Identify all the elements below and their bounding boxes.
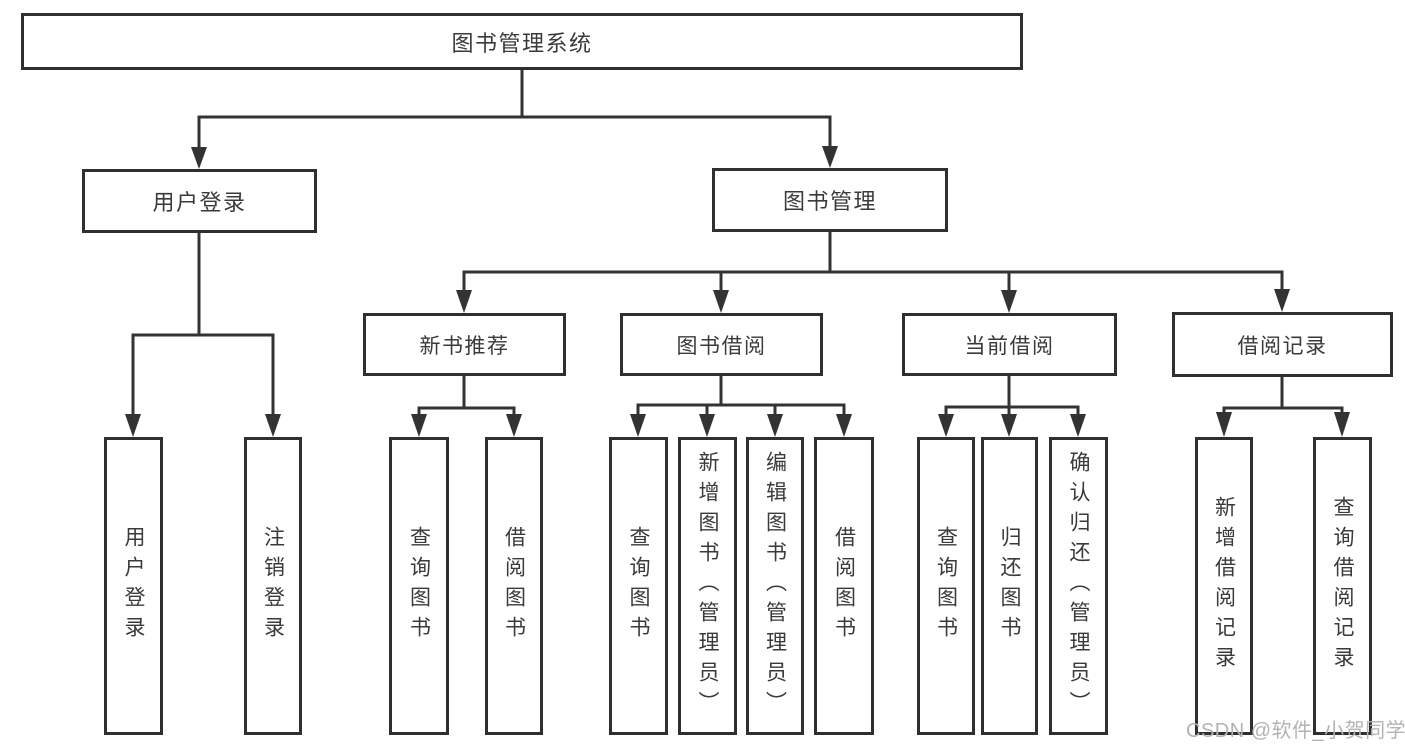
leaf-logout-login: 注销登录 xyxy=(244,437,302,735)
node-current-borrow-label: 当前借阅 xyxy=(964,334,1055,358)
leaf-query-books-borrow: 查询图书 xyxy=(609,437,668,735)
leaf-query-books-current: 查询图书 xyxy=(917,437,975,735)
node-book-borrow-label: 图书借阅 xyxy=(676,334,767,358)
leaf-query-books-current-label: 查询图书 xyxy=(934,526,958,646)
leaf-edit-books-admin-label: 编辑图书（管理员） xyxy=(763,451,787,721)
node-current-borrow: 当前借阅 xyxy=(902,313,1117,376)
leaf-user-login: 用户登录 xyxy=(104,437,163,735)
leaf-query-books-recommend-label: 查询图书 xyxy=(407,526,431,646)
node-borrow-record-label: 借阅记录 xyxy=(1237,334,1328,358)
leaf-borrow-books-recommend-label: 借阅图书 xyxy=(502,526,526,646)
node-borrow-record: 借阅记录 xyxy=(1172,312,1393,377)
leaf-add-borrow-record-label: 新增借阅记录 xyxy=(1212,496,1236,676)
leaf-return-books-label: 归还图书 xyxy=(998,526,1021,646)
csdn-watermark: CSDN @软件_小贺同学 xyxy=(1186,720,1405,742)
node-library-system-label: 图书管理系统 xyxy=(451,30,593,56)
leaf-borrow-books-borrow-label: 借阅图书 xyxy=(832,526,856,646)
node-new-book-recommend: 新书推荐 xyxy=(363,313,566,376)
leaf-confirm-return-admin: 确认归还（管理员） xyxy=(1049,437,1108,735)
node-new-book-recommend-label: 新书推荐 xyxy=(419,334,510,358)
node-book-management: 图书管理 xyxy=(712,168,948,232)
connectors-current-borrow-to-leaves xyxy=(938,376,1086,437)
leaf-borrow-books-recommend: 借阅图书 xyxy=(485,437,543,735)
node-library-system: 图书管理系统 xyxy=(21,13,1023,70)
leaf-query-borrow-record-label: 查询借阅记录 xyxy=(1331,496,1354,676)
leaf-return-books: 归还图书 xyxy=(981,437,1038,735)
leaf-add-borrow-record: 新增借阅记录 xyxy=(1195,437,1253,735)
node-book-borrow: 图书借阅 xyxy=(620,313,823,376)
leaf-add-books-admin: 新增图书（管理员） xyxy=(678,437,737,735)
node-user-login-label: 用户登录 xyxy=(152,190,247,215)
leaf-add-books-admin-label: 新增图书（管理员） xyxy=(696,451,719,721)
node-user-login: 用户登录 xyxy=(82,169,317,233)
connectors-book-management-to-level3 xyxy=(456,232,1290,313)
connectors-user-login-to-leaves xyxy=(125,233,281,437)
leaf-query-books-recommend: 查询图书 xyxy=(389,437,449,735)
connectors-root-to-level2 xyxy=(191,69,838,169)
leaf-logout-login-label: 注销登录 xyxy=(261,526,285,646)
leaf-confirm-return-admin-label: 确认归还（管理员） xyxy=(1067,451,1090,721)
leaf-query-books-borrow-label: 查询图书 xyxy=(627,526,650,646)
connectors-borrow-record-to-leaves xyxy=(1216,377,1350,437)
connectors-new-book-recommend-to-leaves xyxy=(411,376,522,437)
leaf-user-login-label: 用户登录 xyxy=(122,526,145,646)
node-book-management-label: 图书管理 xyxy=(782,189,877,214)
connectors-book-borrow-to-leaves xyxy=(630,376,852,437)
leaf-borrow-books-borrow: 借阅图书 xyxy=(814,437,874,735)
leaf-query-borrow-record: 查询借阅记录 xyxy=(1313,437,1372,735)
leaf-edit-books-admin: 编辑图书（管理员） xyxy=(746,437,804,735)
